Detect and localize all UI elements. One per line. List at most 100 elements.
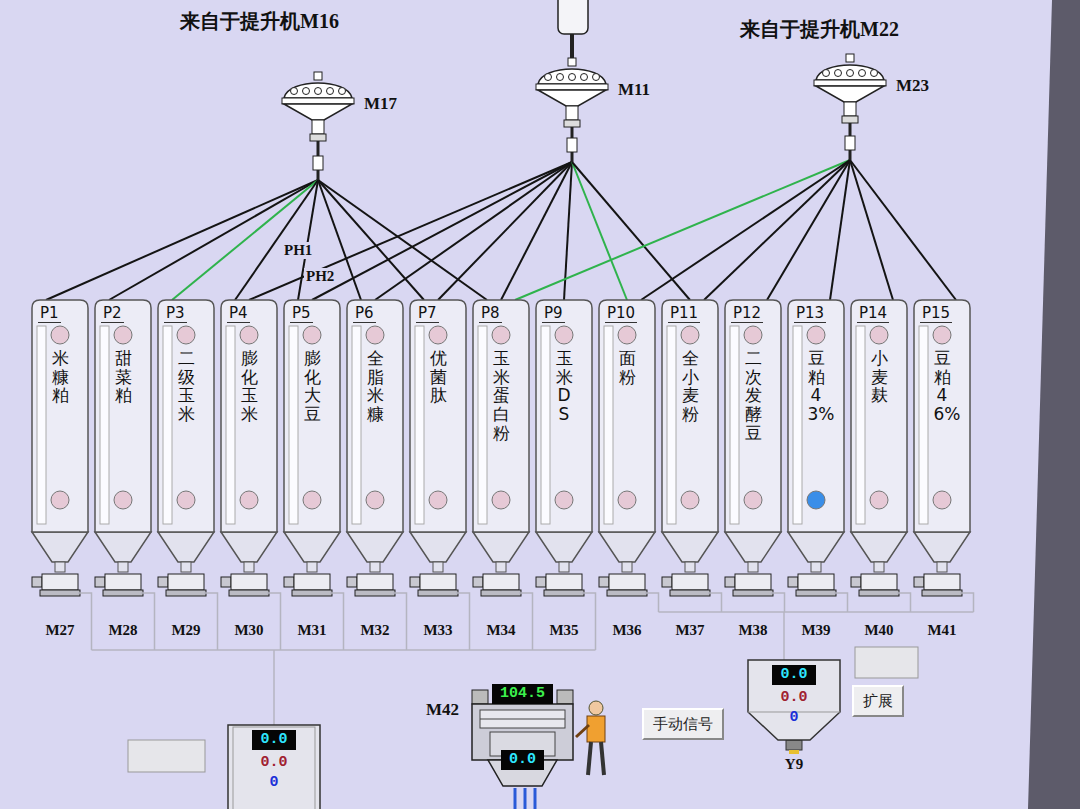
- collector-bus: [659, 611, 974, 613]
- shape-outline: [914, 300, 970, 574]
- bin-number: P7: [416, 304, 439, 323]
- silo-bin: P13豆粕43%: [788, 300, 844, 564]
- screen-bezel: [1028, 0, 1080, 809]
- blank-button: [855, 647, 918, 678]
- rotary-feeder: [788, 574, 836, 596]
- ingredient-name: 玉米DS: [556, 349, 573, 424]
- collector-line: [78, 593, 92, 650]
- operator-figure: [576, 701, 605, 775]
- silo-bin: P3 二级玉米: [158, 300, 214, 564]
- equipment-tag: Y9: [785, 756, 803, 773]
- silo-bin: P8 玉米蛋白粉: [473, 300, 529, 564]
- ingredient-name: 面粉: [619, 349, 636, 386]
- chute-line: [704, 160, 850, 300]
- equipment-tag: M17: [364, 94, 397, 114]
- shape-outline: [599, 300, 655, 574]
- ingredient-name: 玉米蛋白粉: [493, 349, 510, 442]
- chute-line: [572, 162, 627, 300]
- ingredient-name: 膨化大豆: [304, 349, 321, 424]
- chute-line: [830, 160, 850, 300]
- equipment-tag: M42: [426, 700, 459, 720]
- chute-line: [850, 160, 893, 300]
- silo-bin: P9玉米DS: [536, 300, 592, 564]
- rotary-distributor: M11: [532, 58, 612, 162]
- rotary-feeder: [725, 574, 773, 596]
- weight-display: 0.0: [501, 750, 544, 770]
- bin-number: P3: [164, 304, 187, 323]
- equipment-tag: M39: [801, 622, 830, 639]
- equipment-tag: M41: [927, 622, 956, 639]
- silo-bin: P11全小麦粉: [662, 300, 718, 564]
- button: 手动信号: [642, 708, 724, 740]
- silo-bin: P6全脂米糠: [347, 300, 403, 564]
- source-heading: 来自于提升机M16: [180, 8, 339, 35]
- silo-bin: P1 米糠粕: [32, 300, 88, 564]
- rotary-feeder: [662, 574, 710, 596]
- shape-outline: [532, 58, 612, 162]
- shape-outline: [278, 72, 358, 180]
- chute-line: [249, 162, 572, 300]
- silo-bin: P15豆粕46%: [914, 300, 970, 564]
- equipment-tag: M40: [864, 622, 893, 639]
- ingredient-name: 膨化玉米: [241, 349, 258, 424]
- rotary-feeder: [473, 574, 521, 596]
- weight-display: 0.0: [252, 730, 295, 750]
- collector-line: [771, 593, 785, 612]
- equipment-tag: M36: [612, 622, 641, 639]
- rotary-feeder: [347, 574, 395, 596]
- collector-line: [834, 593, 848, 612]
- chute-line: [767, 160, 850, 300]
- gate-mark: [789, 750, 799, 754]
- equipment-tag: M29: [171, 622, 200, 639]
- rotary-feeder: [914, 574, 962, 596]
- shape-outline: [32, 300, 88, 574]
- shape-outline: [536, 300, 592, 574]
- collector-line: [519, 593, 533, 650]
- equipment-tag: M31: [297, 622, 326, 639]
- chute-line: [515, 160, 850, 300]
- value-readout: 0.0: [260, 754, 287, 772]
- silo-bin: P14小麦麸: [851, 300, 907, 564]
- collector-line: [267, 593, 281, 650]
- bin-number: P2: [101, 304, 124, 323]
- shape-outline: [158, 300, 214, 574]
- ingredient-name: 豆粕46%: [934, 349, 951, 424]
- collector-line: [456, 593, 470, 650]
- rotary-feeder: [599, 574, 647, 596]
- weight-display: 104.5: [492, 684, 553, 704]
- equipment-tag: M27: [45, 622, 74, 639]
- discharge-pipes: [515, 788, 535, 809]
- chute-line: [46, 180, 318, 300]
- rotary-feeder: [851, 574, 899, 596]
- ingredient-name: 米糠粕: [52, 349, 69, 405]
- value-readout: 0.0: [780, 689, 807, 707]
- equipment-tag: M11: [618, 80, 650, 100]
- bin-number: P14: [857, 304, 889, 323]
- ingredient-name: 优菌肽: [430, 349, 447, 405]
- ingredient-name: 全脂米糠: [367, 349, 384, 424]
- equipment-tag: M37: [675, 622, 704, 639]
- button: 扩展: [852, 685, 904, 717]
- silo-bin: P5膨化大豆: [284, 300, 340, 564]
- silo-bin: P7 优菌肽: [410, 300, 466, 564]
- collector-line: [645, 593, 659, 612]
- ingredient-name: 二级玉米: [178, 349, 195, 424]
- ingredient-name: 豆粕43%: [808, 349, 825, 424]
- button-label: 手动信号: [653, 715, 713, 733]
- collector-bus: [783, 612, 785, 660]
- bin-number: P12: [731, 304, 763, 323]
- rotary-feeder: [536, 574, 584, 596]
- bin-number: P1: [38, 304, 61, 323]
- silo-bin: P4膨化玉米: [221, 300, 277, 564]
- bin-number: P8: [479, 304, 502, 323]
- equipment-tag: M28: [108, 622, 137, 639]
- value-readout: 0: [269, 774, 278, 792]
- feed-pipe: [570, 34, 574, 60]
- collector-line: [393, 593, 407, 650]
- equipment-tag: M23: [896, 76, 929, 96]
- ingredient-name: 全小麦粉: [682, 349, 699, 424]
- mixer: M42104.50.0: [470, 680, 575, 790]
- collector-line: [141, 593, 155, 650]
- shape-outline: [851, 300, 907, 574]
- equipment-tag: M34: [486, 622, 515, 639]
